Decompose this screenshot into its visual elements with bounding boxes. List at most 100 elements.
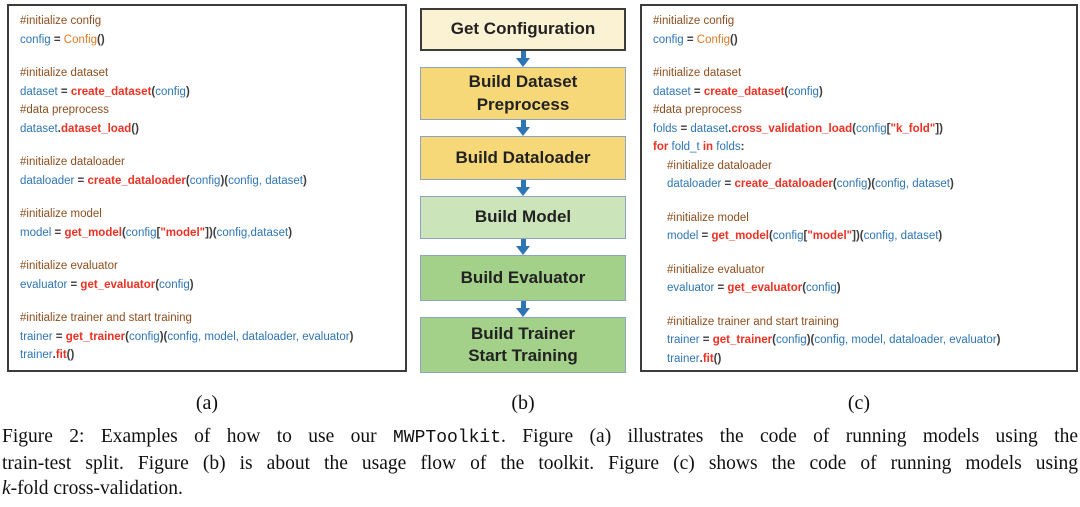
flow-box-label: Build Trainer (471, 323, 575, 343)
code-line: trainer.fit() (653, 350, 1070, 369)
code-token: = (74, 174, 88, 187)
code-token: ( (125, 330, 129, 343)
code-token: config (125, 226, 157, 239)
code-line (20, 190, 399, 205)
code-token: cross_validation_load (731, 122, 853, 135)
code-token: ])( (205, 226, 217, 239)
code-token: : (740, 141, 745, 153)
code-token: config, dataset (228, 174, 303, 187)
code-line (653, 246, 1070, 261)
code-token: ( (832, 178, 837, 190)
code-token: ( (852, 122, 856, 135)
code-line: #initialize config (653, 12, 1070, 31)
code-token: () (66, 349, 75, 361)
code-token: ) (836, 282, 841, 294)
code-token: trainer (667, 352, 700, 365)
code-token: "model" (160, 226, 206, 239)
code-token: get_evaluator (80, 278, 156, 291)
code-token: = (721, 178, 735, 190)
code-line: dataset.dataset_load() (20, 120, 399, 139)
code-token: config (155, 85, 186, 98)
code-token: evaluator (667, 282, 715, 294)
code-token: #initialize model (667, 211, 749, 224)
code-line: trainer.fit() (20, 346, 399, 365)
code-token: get_trainer (65, 330, 126, 343)
panel-label-c: (c) (847, 392, 871, 414)
code-token: ) (185, 85, 190, 98)
code-token: config (159, 278, 190, 291)
caption-segment: MWPToolkit (392, 428, 502, 448)
down-arrow-icon (516, 51, 530, 67)
code-token: ) (818, 85, 823, 98)
code-token: in (699, 141, 717, 153)
flow-box: Build Model (420, 196, 626, 239)
caption-segment: Figure 2: Examples of how to use our (2, 426, 393, 447)
code-line: evaluator = get_evaluator(config) (653, 279, 1070, 298)
code-token: config (129, 330, 160, 343)
flow-box: Build Evaluator (420, 255, 626, 301)
code-token: #initialize model (20, 208, 102, 220)
code-token: [ (803, 230, 808, 242)
code-token: config, dataset (875, 178, 950, 190)
code-token: = (714, 282, 728, 294)
code-token: fit (55, 349, 67, 361)
code-token: #data preprocess (653, 104, 742, 116)
code-token: get_trainer (712, 334, 773, 346)
code-token: folds (653, 122, 678, 135)
code-token: create_dataset (70, 85, 152, 98)
caption-segment: train-test split. Figure (b) is about th… (2, 453, 1078, 474)
code-line: trainer = get_trainer(config)(config, mo… (653, 331, 1070, 350)
code-token: config (189, 174, 221, 187)
code-line: dataloader = create_dataloader(config)(c… (653, 175, 1070, 194)
code-line: #initialize model (20, 205, 399, 224)
flow-box: Get Configuration (420, 8, 626, 51)
code-token: config,dataset (216, 226, 289, 239)
code-line: #initialize dataloader (653, 157, 1070, 176)
caption-segment: . Figure (a) illustrates the code of run… (501, 426, 1078, 447)
code-line: trainer = get_trainer(config)(config, mo… (20, 328, 399, 347)
code-token: get_evaluator (727, 282, 803, 294)
code-token: #initialize dataset (653, 67, 742, 79)
caption-line: train-test split. Figure (b) is about th… (2, 451, 1078, 476)
code-token: [ (156, 226, 161, 239)
code-token: . (728, 122, 732, 135)
code-token: ( (121, 226, 126, 239)
code-line: #initialize dataloader (20, 153, 399, 172)
code-token: () (97, 33, 105, 46)
down-arrow-icon (516, 301, 530, 317)
code-token: dataloader (20, 174, 75, 187)
code-token: evaluator (20, 278, 68, 291)
code-token: )( (159, 330, 168, 343)
code-token: "model" (807, 230, 853, 242)
code-token: #initialize config (653, 15, 735, 27)
caption-segment: k (2, 478, 11, 499)
code-token: dataset (653, 85, 691, 98)
code-token: config, dataset (863, 230, 939, 242)
code-token: dataset (20, 122, 58, 135)
code-token: for (653, 141, 672, 153)
flow-box-label: Build Dataset (468, 72, 578, 92)
code-token: config (788, 85, 819, 98)
code-token: () (713, 352, 722, 365)
code-token: #initialize trainer and start training (20, 312, 192, 324)
code-token: dataset (690, 122, 729, 135)
code-token: ( (155, 278, 160, 291)
code-token: folds (716, 141, 741, 153)
code-token: = (51, 226, 65, 239)
code-line (20, 242, 399, 257)
panel-label-a: (a) (195, 392, 219, 414)
code-token: ( (185, 174, 190, 187)
code-token: = (57, 85, 71, 98)
code-token: config, model, dataloader, evaluator (167, 330, 350, 343)
code-line: #data preprocess (20, 101, 399, 120)
code-token: create_dataloader (87, 174, 186, 187)
code-token: = (50, 33, 64, 46)
down-arrow-icon (516, 239, 530, 255)
code-line (20, 49, 399, 64)
flow-box-label: Build Evaluator (460, 267, 586, 287)
code-line: model = get_model(config["model"])(confi… (20, 224, 399, 243)
code-token: create_dataloader (734, 178, 833, 190)
